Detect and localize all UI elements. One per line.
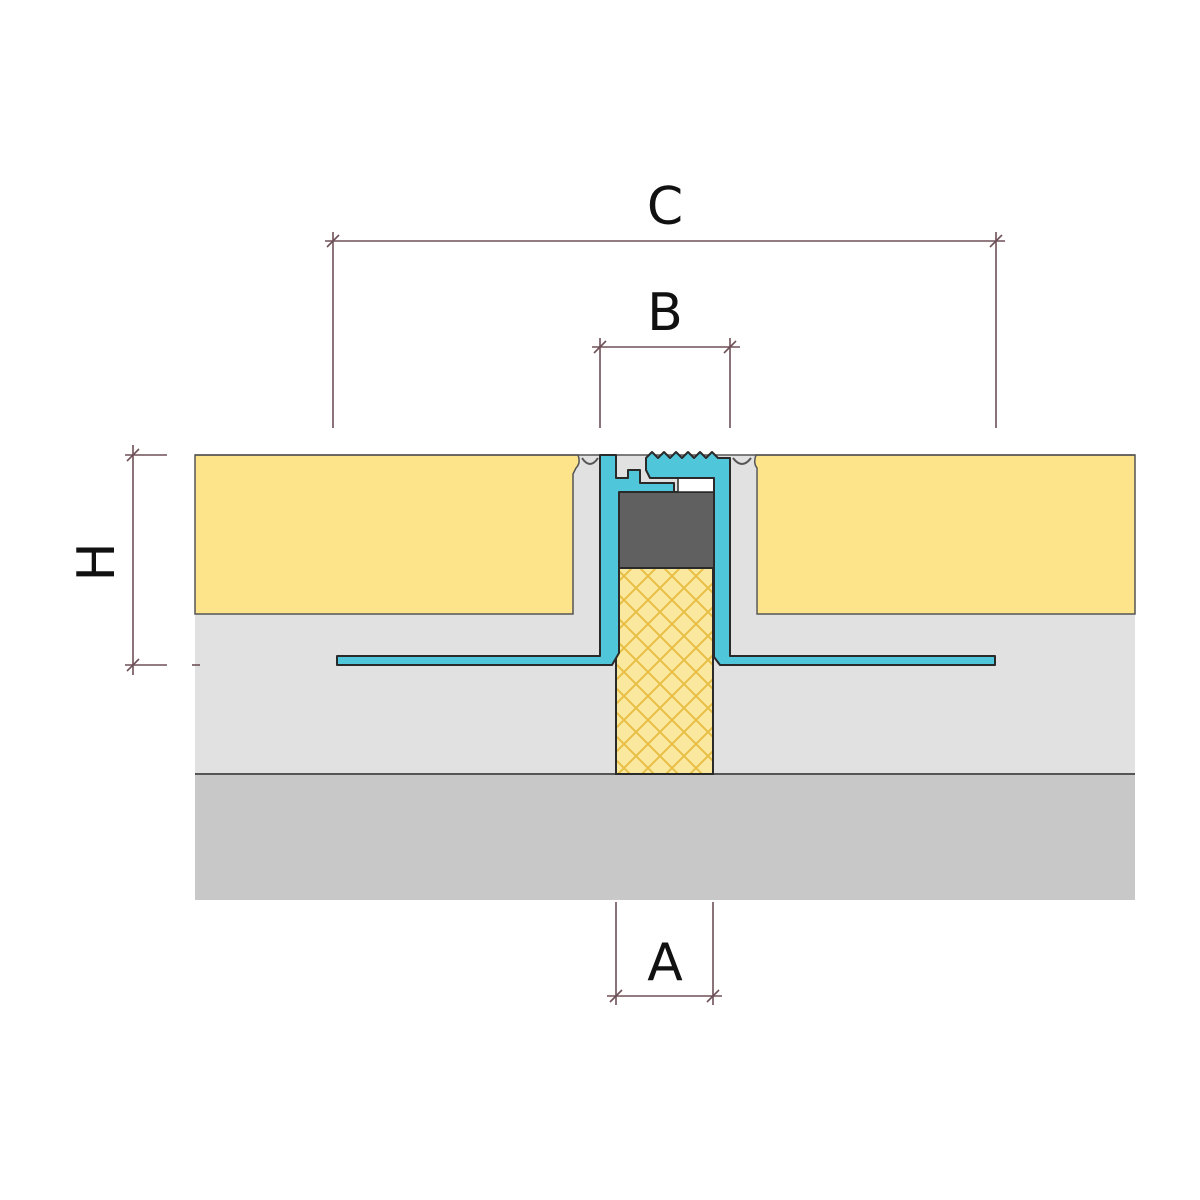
profile-right-part [645, 451, 996, 666]
label-b: B [647, 283, 683, 343]
foam-filler [615, 567, 714, 775]
dimension-h [125, 445, 200, 675]
base-slab [195, 774, 1135, 900]
label-a: A [647, 933, 683, 993]
rubber-insert [618, 491, 715, 569]
tile-left [194, 454, 580, 615]
dimension-c [325, 232, 1005, 428]
dimension-a [607, 902, 722, 1005]
tile-right [753, 454, 1136, 615]
dimension-b [592, 338, 740, 428]
label-h: H [67, 542, 127, 581]
label-c: C [647, 177, 683, 237]
groove-left [581, 457, 599, 465]
groove-right [732, 457, 752, 465]
profile-left-part [336, 454, 675, 666]
